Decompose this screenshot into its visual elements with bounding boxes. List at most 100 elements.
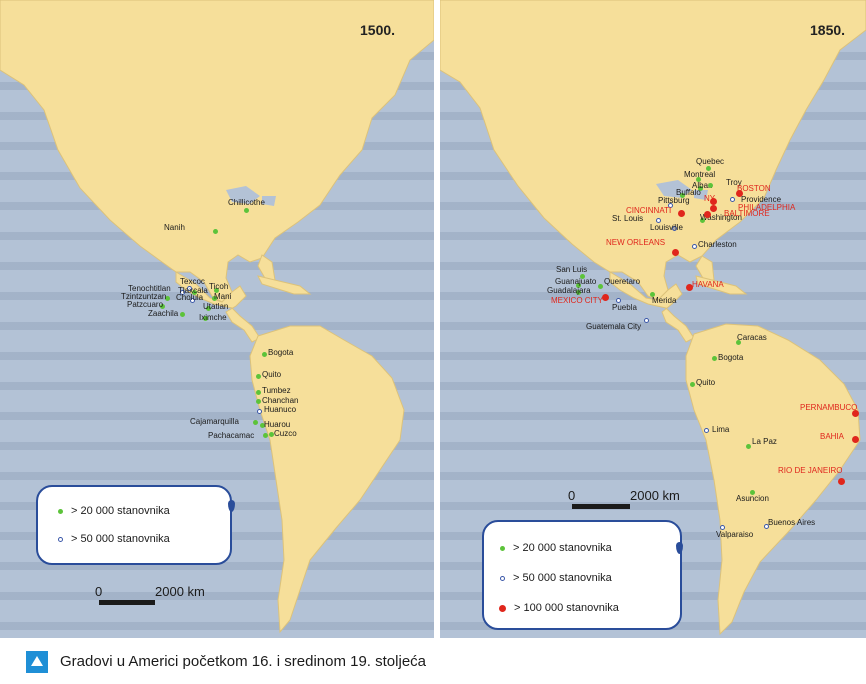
city-dot xyxy=(696,177,701,182)
city-dot xyxy=(180,290,185,295)
scale-start: 0 xyxy=(95,584,103,599)
city-dot xyxy=(692,244,697,249)
city-label: NEW ORLEANS xyxy=(606,238,666,247)
scale-line xyxy=(99,600,155,605)
city-label: Providence xyxy=(741,195,782,204)
city-dot xyxy=(616,298,621,303)
city-label: St. Louis xyxy=(612,214,644,223)
city-label: Queretaro xyxy=(604,277,641,286)
year-label: 1850. xyxy=(810,22,846,38)
scale-bar: 0 2000 km xyxy=(568,488,718,512)
city-dot xyxy=(764,524,769,529)
city-label: Mani xyxy=(214,292,232,301)
americas-landmass-1500 xyxy=(0,0,434,634)
city-dot xyxy=(165,296,170,301)
city-dot xyxy=(690,382,695,387)
city-dot xyxy=(187,286,192,291)
city-dot xyxy=(192,290,197,295)
scale-line xyxy=(572,504,630,509)
city-dot xyxy=(214,288,219,293)
city-dot xyxy=(650,292,655,297)
caption: Gradovi u Americi početkom 16. i sredino… xyxy=(60,653,426,670)
legend-marker xyxy=(499,604,506,612)
city-dot xyxy=(672,226,677,231)
city-label: San Luis xyxy=(556,265,588,274)
city-dot xyxy=(704,211,711,218)
legend-item: > 100 000 stanovnika xyxy=(499,602,619,614)
city-label: BALTIMORE xyxy=(724,209,770,218)
city-label: Chillicothe xyxy=(228,198,265,207)
city-label: Pittsburg xyxy=(658,196,690,205)
city-dot xyxy=(668,203,673,208)
city-dot xyxy=(680,193,685,198)
city-dot xyxy=(746,444,751,449)
city-label: Quito xyxy=(262,370,282,379)
legend-drop-icon xyxy=(228,500,235,512)
city-label: Zaachila xyxy=(148,309,179,318)
city-label: Patzcuaro xyxy=(127,300,164,309)
city-label: Buenos Aires xyxy=(768,518,816,527)
city-dot xyxy=(750,490,755,495)
legend-item: > 50 000 stanovnika xyxy=(500,572,612,584)
city-label: PHILADELPHIA xyxy=(738,203,796,212)
city-dot xyxy=(672,249,679,256)
city-label: Valparaiso xyxy=(716,530,754,539)
legend-marker xyxy=(500,545,505,551)
city-label: Ticoh xyxy=(209,282,229,291)
city-dot xyxy=(256,399,261,404)
city-dot xyxy=(838,478,845,485)
scale-end: 2000 km xyxy=(155,584,205,599)
city-dot xyxy=(190,298,195,303)
city-label: Tzintzuntzan xyxy=(121,292,167,301)
city-dot xyxy=(203,316,208,321)
city-label: Washington xyxy=(700,213,742,222)
city-dot xyxy=(730,197,735,202)
city-dot xyxy=(712,356,717,361)
city-label: La Paz xyxy=(752,437,777,446)
city-label: Chanchan xyxy=(262,396,299,405)
legend: > 20 000 stanovnika > 50 000 stanovnika … xyxy=(482,520,682,630)
city-dot xyxy=(720,525,725,530)
city-label: Tenochtitlan xyxy=(128,284,171,293)
legend-marker xyxy=(58,508,63,514)
city-label: Tlaxcala xyxy=(178,286,208,295)
city-dot xyxy=(852,436,859,443)
city-label: BAHIA xyxy=(820,432,845,441)
city-label: Huanuco xyxy=(264,405,297,414)
city-dot xyxy=(260,423,265,428)
legend-label: > 100 000 stanovnika xyxy=(514,602,619,614)
city-dot xyxy=(736,190,743,197)
city-label: Quebec xyxy=(696,157,725,166)
city-label: Puebla xyxy=(612,303,637,312)
city-dot xyxy=(269,432,274,437)
city-label: Bogota xyxy=(268,348,294,357)
city-label: Nanih xyxy=(164,223,185,232)
city-label: Guatemala City xyxy=(586,322,642,331)
city-dot xyxy=(656,218,661,223)
city-label: MEXICO CITY xyxy=(551,296,604,305)
city-label: Cajamarquilla xyxy=(190,417,239,426)
city-dot xyxy=(263,433,268,438)
city-label: HAVANA xyxy=(692,280,724,289)
city-label: Bogota xyxy=(718,353,744,362)
triangle-up-icon xyxy=(26,651,48,673)
city-dot xyxy=(206,306,211,311)
legend-item: > 20 000 stanovnika xyxy=(58,505,170,517)
city-dot xyxy=(576,283,581,288)
city-dot xyxy=(256,374,261,379)
legend-label: > 50 000 stanovnika xyxy=(513,572,612,584)
map-1850: 1850. Quebec Montreal Alban Troy BOSTON … xyxy=(440,0,866,638)
city-label: Caracas xyxy=(737,333,767,342)
legend-label: > 20 000 stanovnika xyxy=(513,542,612,554)
city-label: BOSTON xyxy=(737,184,771,193)
legend-marker xyxy=(500,575,505,581)
city-label: Montreal xyxy=(684,170,716,179)
city-label: Huarou xyxy=(264,420,291,429)
legend-marker xyxy=(58,536,63,542)
city-label: Quito xyxy=(696,378,716,387)
city-label: Texcoc xyxy=(180,277,205,286)
city-label: Alban xyxy=(692,181,713,190)
americas-landmass-1850 xyxy=(440,0,866,636)
city-label: NY xyxy=(704,194,716,203)
city-label: Charleston xyxy=(698,240,737,249)
